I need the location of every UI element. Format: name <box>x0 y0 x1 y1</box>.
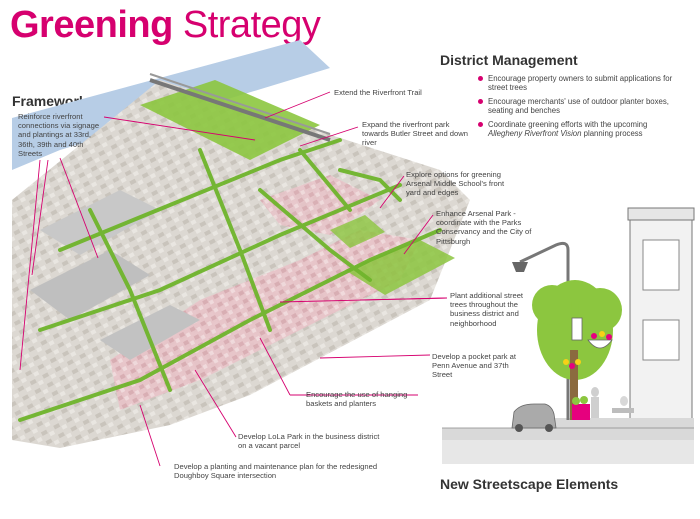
bench-icon <box>612 408 634 413</box>
label-riverfront-trail: Extend the Riverfront Trail <box>334 88 422 97</box>
label-arsenal-school: Explore options for greening Arsenal Mid… <box>406 170 505 198</box>
label-arsenal-park: Enhance Arsenal Park - coordinate with t… <box>436 209 532 246</box>
street-lamp-icon <box>519 241 570 420</box>
industrial-blocks-2 <box>40 190 160 255</box>
list-item: Coordinate greening efforts with the upc… <box>476 120 676 139</box>
label-expand-riverfront-park: Expand the riverfront park towards Butle… <box>362 120 468 148</box>
planter-icon <box>572 404 590 420</box>
bullet-icon <box>478 121 483 127</box>
list-item: Encourage merchants' use of outdoor plan… <box>476 97 676 116</box>
streetscape-illustration <box>442 207 695 464</box>
list-item: Encourage property owners to submit appl… <box>476 74 676 93</box>
riverfront-park <box>140 80 320 160</box>
car-icon <box>511 403 557 429</box>
label-doughboy-square: Develop a planting and maintenance plan … <box>174 462 378 481</box>
label-hanging-baskets: Encourage the use of hanging baskets and… <box>306 390 408 409</box>
district-management-heading: District Management <box>440 52 578 68</box>
school-yard <box>330 215 385 248</box>
label-reinforce-connections: Reinforce riverfront connections via sig… <box>18 112 100 158</box>
bullet-icon <box>478 76 483 81</box>
label-street-trees: Plant additional street trees throughout… <box>450 291 524 328</box>
leader-lines <box>19 91 448 467</box>
label-pocket-park: Develop a pocket park at Penn Avenue and… <box>432 352 517 380</box>
bullet-icon <box>478 98 483 104</box>
district-management-list: Encourage property owners to submit appl… <box>476 74 676 142</box>
arsenal-park <box>345 240 455 295</box>
page-title: Greening Strategy <box>10 2 321 48</box>
arsenal-area <box>260 175 380 235</box>
industrial-blocks-3 <box>100 305 200 360</box>
hanging-basket-icon <box>587 339 613 349</box>
green-corridors <box>18 138 442 422</box>
pedestrian-icon <box>591 387 599 397</box>
streetscape-heading: New Streetscape Elements <box>440 476 619 492</box>
title-part-strategy: Strategy <box>182 4 321 46</box>
label-lola-park: Develop LoLa Park in the business distri… <box>238 432 380 451</box>
title-part-greening: Greening <box>10 4 173 46</box>
